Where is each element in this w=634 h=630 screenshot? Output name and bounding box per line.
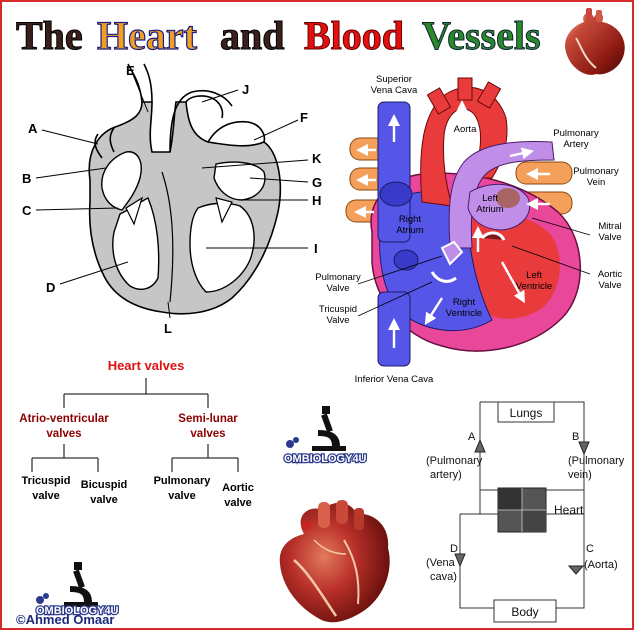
right-atrium-label-1: Right: [399, 214, 422, 225]
circulation-diagram: Lungs Body Heart A (Pulmonary artery) B …: [426, 401, 625, 623]
label-k: K: [312, 151, 322, 166]
logo-text: OMBIOLOGY4U: [36, 605, 119, 617]
aortic-label-1: Aortic: [222, 482, 254, 494]
left-atrium-label-1: Left: [482, 193, 498, 204]
pulmonary-artery-label-1: Pulmonary: [553, 128, 599, 139]
right-ventricle-label-1: Right: [453, 297, 476, 308]
logo-middle: OMBIOLOGY4U: [283, 406, 368, 466]
left-atrium-label-2: Atrium: [476, 204, 504, 215]
label-d: D: [46, 280, 55, 295]
b-letter: B: [572, 431, 579, 443]
svc-label-1: Superior: [376, 74, 412, 85]
av-label-1: Atrio-ventricular: [19, 413, 109, 425]
anatomical-heart-image: [279, 500, 390, 623]
logo-text: OMBIOLOGY4U: [284, 453, 367, 465]
a-text-1: (Pulmonary: [426, 455, 483, 467]
aorta-label: Aorta: [454, 124, 477, 135]
label-e: E: [126, 63, 135, 78]
d-text-1: (Vena: [426, 557, 456, 569]
label-b: B: [22, 171, 31, 186]
bicuspid-label-2: valve: [90, 494, 118, 506]
label-c: C: [22, 203, 32, 218]
heart-section-diagram: A B C D E F G H I J K L: [22, 63, 322, 336]
lungs-label: Lungs: [510, 406, 543, 420]
b-text-1: (Pulmonary: [568, 455, 625, 467]
label-j: J: [242, 82, 249, 97]
body-box: [493, 599, 557, 623]
right-ventricle-cavity: [112, 197, 160, 290]
pulmonary-label-1: Pulmonary: [154, 475, 212, 487]
aortic-label-2: valve: [224, 497, 252, 509]
left-atrium-cavity: [213, 161, 266, 201]
a-text-2: artery): [430, 469, 462, 481]
ivc-label: Inferior Vena Cava: [355, 374, 434, 385]
aortic-valve-label-2: Valve: [598, 280, 621, 291]
left-ventricle-label-2: Ventricle: [516, 281, 552, 292]
right-atrium-cavity: [101, 151, 142, 211]
logo-bottom: OMBIOLOGY4U: [35, 562, 120, 618]
label-l: L: [164, 321, 172, 336]
title: The Heart and Blood Vessels: [16, 12, 542, 58]
label-g: G: [312, 175, 322, 190]
title-word-vessels: Vessels: [422, 13, 541, 58]
microscope-icon: [286, 406, 346, 451]
microscope-icon: [36, 562, 98, 607]
pulmonary-artery-label-2: Artery: [563, 139, 589, 150]
b-text-2: vein): [568, 469, 592, 481]
bicuspid-label-1: Bicuspid: [81, 479, 127, 491]
tricuspid-label-2: valve: [32, 490, 60, 502]
av-label-2: valves: [46, 428, 81, 440]
tricuspid-label-1: Tricuspid: [22, 475, 71, 487]
lungs-box: [497, 401, 555, 423]
right-ventricle-label-2: Ventricle: [446, 308, 482, 319]
d-letter: D: [450, 543, 458, 555]
superior-vena-cava: [377, 101, 411, 243]
sl-label-1: Semi-lunar: [178, 413, 238, 425]
svc-label-2: Vena Cava: [371, 85, 418, 96]
label-a: A: [28, 121, 38, 136]
a-letter: A: [468, 431, 476, 443]
label-h: H: [312, 193, 321, 208]
heart-label: Heart: [554, 503, 584, 517]
pulmonary-valve-label-1: Pulmonary: [315, 272, 361, 283]
d-text-2: cava): [430, 571, 457, 583]
body-label: Body: [511, 605, 538, 619]
title-word-the: The: [16, 13, 83, 58]
label-i: I: [314, 241, 318, 256]
right-atrium-label-2: Atrium: [396, 225, 424, 236]
tricuspid-valve-label-2: Valve: [326, 315, 349, 326]
title-word-and: and: [220, 13, 285, 58]
pulmonary-vein-label-1: Pulmonary: [573, 166, 619, 177]
credit: ©Ahmed Omaar: [16, 612, 114, 627]
mitral-valve-label-2: Valve: [598, 232, 621, 243]
heart-chambers-box: [497, 487, 547, 533]
c-text: (Aorta): [584, 559, 618, 571]
valves-tree: Heart valves Atrio-ventricular valves Se…: [19, 358, 254, 509]
heart-icon-top: [565, 8, 625, 75]
tree-root: Heart valves: [108, 358, 185, 373]
pulmonary-valve-label-2: Valve: [326, 283, 349, 294]
pulmonary-label-2: valve: [168, 490, 196, 502]
mitral-valve-label-1: Mitral: [598, 221, 621, 232]
left-ventricle-label-1: Left: [526, 270, 542, 281]
c-letter: C: [586, 543, 594, 555]
aortic-valve-label-1: Aortic: [598, 269, 623, 280]
colored-heart-diagram: Superior Vena Cava Aorta Pulmonary Arter…: [315, 74, 622, 385]
title-word-heart: Heart: [97, 13, 198, 58]
tricuspid-valve-label-1: Tricuspid: [319, 304, 357, 315]
sl-label-2: valves: [190, 428, 225, 440]
label-f: F: [300, 110, 308, 125]
title-word-blood: Blood: [304, 13, 404, 58]
pulmonary-vein-label-2: Vein: [587, 177, 606, 188]
